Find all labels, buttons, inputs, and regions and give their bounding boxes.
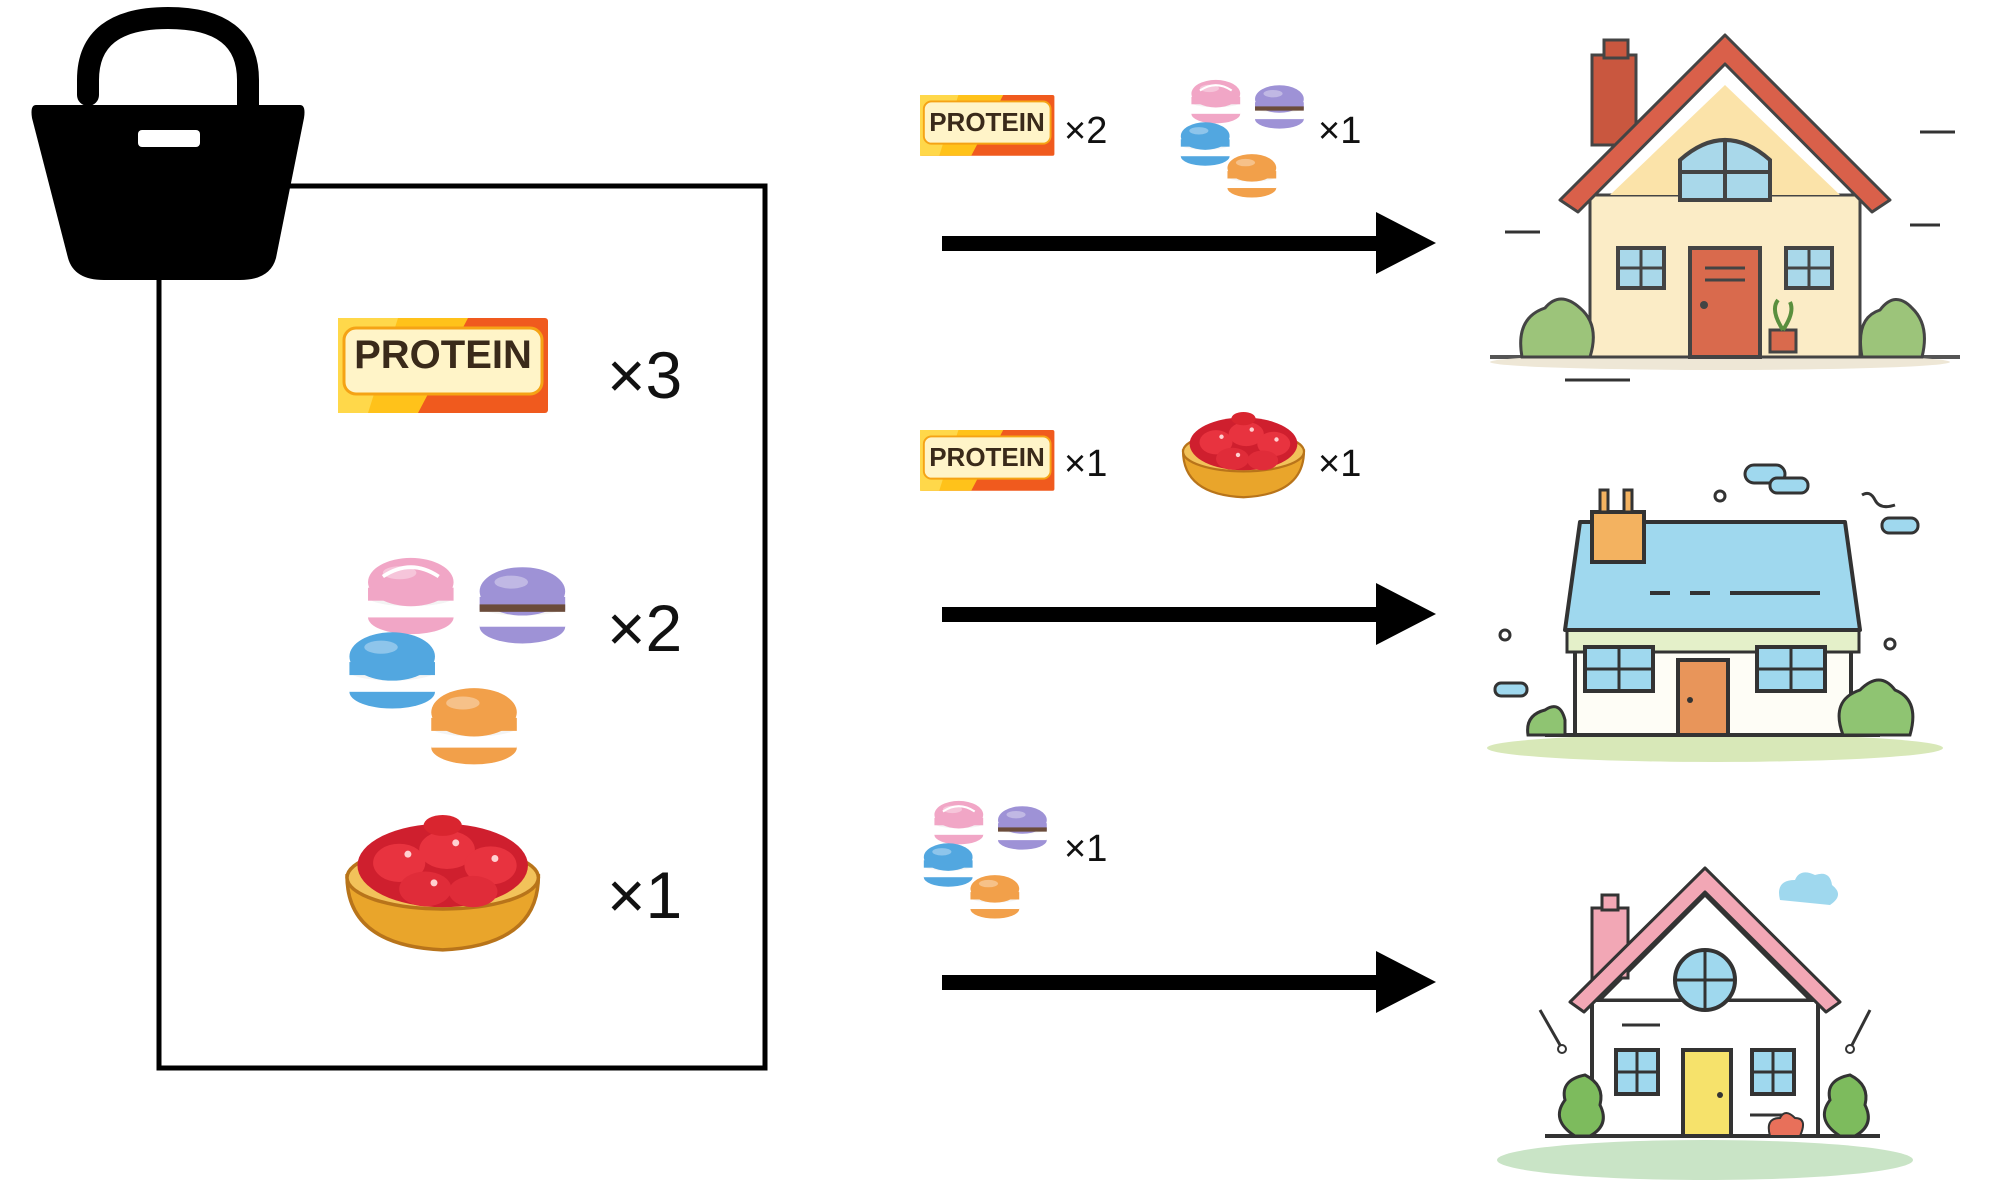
basket-box — [156, 183, 768, 1071]
delivery-1-protein-quantity: ×2 — [1064, 110, 1108, 152]
basket-tart-quantity: ×1 — [607, 858, 683, 932]
delivery-2-protein-label: PROTEIN — [929, 442, 1045, 472]
pink-roof-house-icon — [1497, 866, 1913, 1180]
shopping-bag-icon — [31, 6, 305, 280]
arrow-3 — [942, 951, 1436, 1013]
arrow-1 — [942, 212, 1436, 274]
basket-protein-label: PROTEIN — [354, 333, 532, 377]
delivery-2-tart-quantity: ×1 — [1318, 443, 1362, 485]
basket-protein-quantity: ×3 — [607, 338, 683, 412]
delivery-1-protein-label: PROTEIN — [929, 107, 1045, 137]
basket-macarons-quantity: ×2 — [607, 591, 683, 665]
delivery-3-macarons-quantity: ×1 — [1064, 828, 1108, 870]
blue-roof-house-icon — [1487, 463, 1943, 762]
arrow-2 — [942, 583, 1436, 645]
delivery-1-macarons-quantity: ×1 — [1318, 110, 1362, 152]
delivery-2-protein-quantity: ×1 — [1064, 443, 1108, 485]
red-roof-house-icon — [1490, 33, 1960, 382]
